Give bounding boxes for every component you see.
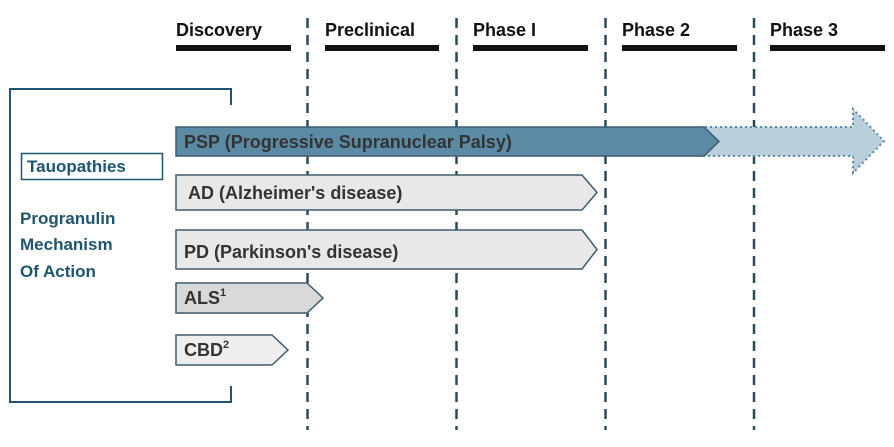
phase-rule-discovery (176, 45, 291, 51)
mechanism-line-2: Mechanism (20, 235, 113, 254)
als-progress-arrow (175, 282, 325, 314)
psp-label: PSP (Progressive Supranuclear Palsy) (184, 132, 512, 152)
cbd-label-text: CBD (184, 340, 223, 360)
pd-label: PD (Parkinson's disease) (184, 242, 398, 262)
als-label-text: ALS (184, 288, 220, 308)
phase-rule-phase-3 (770, 45, 885, 51)
phase-rule-phase-1 (473, 45, 588, 51)
als-footnote: 1 (220, 287, 226, 299)
pd-progress-arrow (175, 229, 598, 270)
cbd-footnote: 2 (223, 339, 229, 351)
tauopathies-box (20, 152, 164, 181)
psp-planned-arrow (699, 106, 886, 176)
psp-progress-arrow (175, 126, 721, 157)
phase-header-phase-2: Phase 2 (622, 20, 690, 40)
cbd-progress-arrow (175, 334, 290, 366)
phase-header-preclinical: Preclinical (325, 20, 415, 40)
phase-header-phase-1: Phase I (473, 20, 536, 40)
mechanism-line-1: Progranulin (20, 209, 115, 228)
phase-header-phase-3: Phase 3 (770, 20, 838, 40)
mechanism-line-3: Of Action (20, 262, 96, 281)
phase-rule-preclinical (325, 45, 439, 51)
mechanism-bracket (9, 88, 232, 403)
phase-header-discovery: Discovery (176, 20, 262, 40)
phase-dividers (306, 18, 756, 430)
als-label: ALS1 (184, 287, 226, 308)
cbd-label: CBD2 (184, 339, 229, 360)
phase-rule-phase-2 (622, 45, 737, 51)
phase-headers: Discovery Preclinical Phase I Phase 2 Ph… (176, 20, 885, 51)
ad-progress-arrow (175, 174, 598, 211)
tauopathies-label: Tauopathies (27, 157, 126, 176)
ad-label: AD (Alzheimer's disease) (188, 183, 402, 203)
